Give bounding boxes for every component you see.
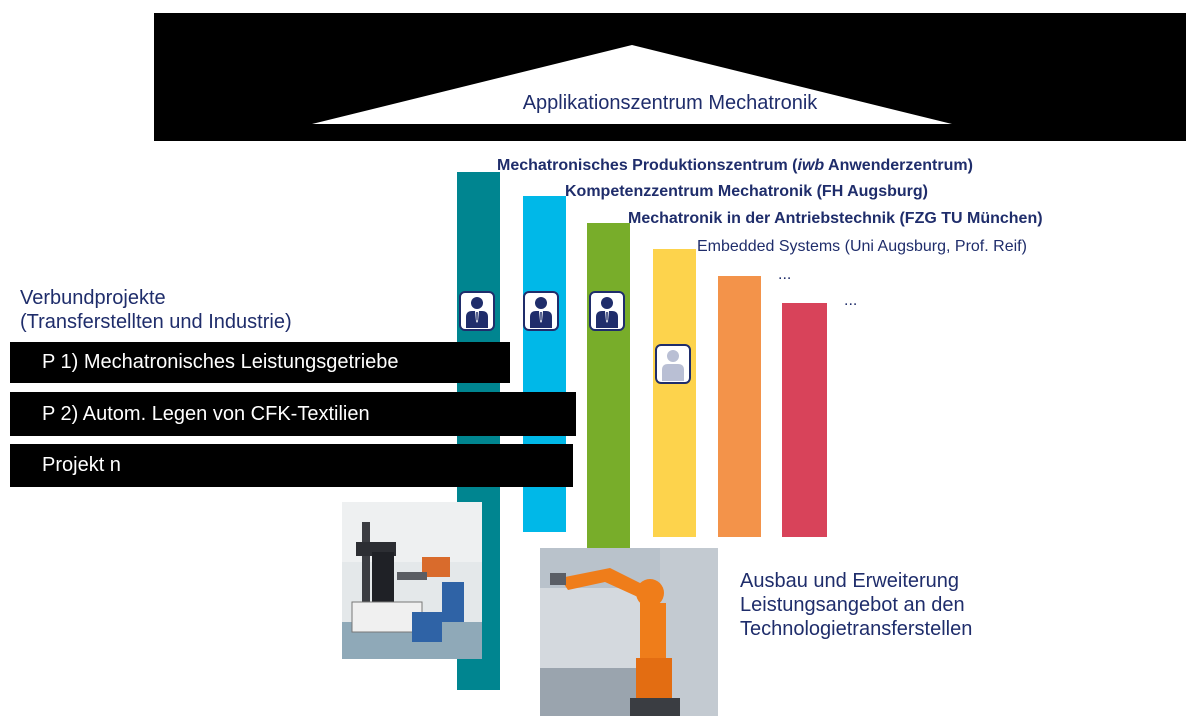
verbund-title: Verbundprojekte (Transferstellten und In… xyxy=(20,286,292,334)
pillar-heading-4: Embedded Systems (Uni Augsburg, Prof. Re… xyxy=(697,238,1027,255)
verbund-title-line1: Verbundprojekte xyxy=(20,287,166,309)
ausbau-line2: Leistungsangebot an den xyxy=(740,594,965,616)
project-bar-1: P 1) Mechatronisches Leistungsgetriebe xyxy=(10,342,510,383)
pillar-red xyxy=(782,303,827,537)
verbund-title-line2: (Transferstellten und Industrie) xyxy=(20,311,292,333)
pillar-heading-1: Mechatronisches Produktionszentrum (iwb … xyxy=(497,157,973,175)
pillar-heading-2: Kompetenzzentrum Mechatronik (FH Augsbur… xyxy=(565,183,928,200)
roof-label: Applikationszentrum Mechatronik xyxy=(522,92,818,114)
lab-equipment-photo xyxy=(342,502,482,659)
pillar-heading-1-prefix: Mechatronisches Produktionszentrum ( xyxy=(497,157,798,174)
pillar-green xyxy=(587,223,630,553)
person-icon xyxy=(523,291,559,331)
ausbau-line3: Technologietransferstellen xyxy=(740,618,973,640)
person-icon xyxy=(459,291,495,331)
roof-banner: Applikationszentrum Mechatronik xyxy=(154,13,1186,141)
pillar-heading-1-suffix: Anwenderzentrum) xyxy=(824,157,973,174)
roof-triangle xyxy=(312,45,952,124)
ausbau-text: Ausbau und Erweiterung Leistungsangebot … xyxy=(740,569,972,641)
robot-photo xyxy=(540,548,718,716)
pillar-heading-5: ... xyxy=(778,266,792,283)
project-bar-2: P 2) Autom. Legen von CFK-Textilien xyxy=(10,392,576,436)
person-icon xyxy=(589,291,625,331)
pillar-yellow xyxy=(653,249,696,537)
pillar-orange xyxy=(718,276,761,537)
project-bar-3: Projekt n xyxy=(10,444,573,487)
ausbau-line1: Ausbau und Erweiterung xyxy=(740,570,960,592)
person-inactive-icon xyxy=(655,344,691,384)
pillar-heading-3: Mechatronik in der Antriebstechnik (FZG … xyxy=(628,210,1043,227)
pillar-heading-1-italic: iwb xyxy=(797,157,825,174)
pillar-heading-6: ... xyxy=(844,292,858,309)
